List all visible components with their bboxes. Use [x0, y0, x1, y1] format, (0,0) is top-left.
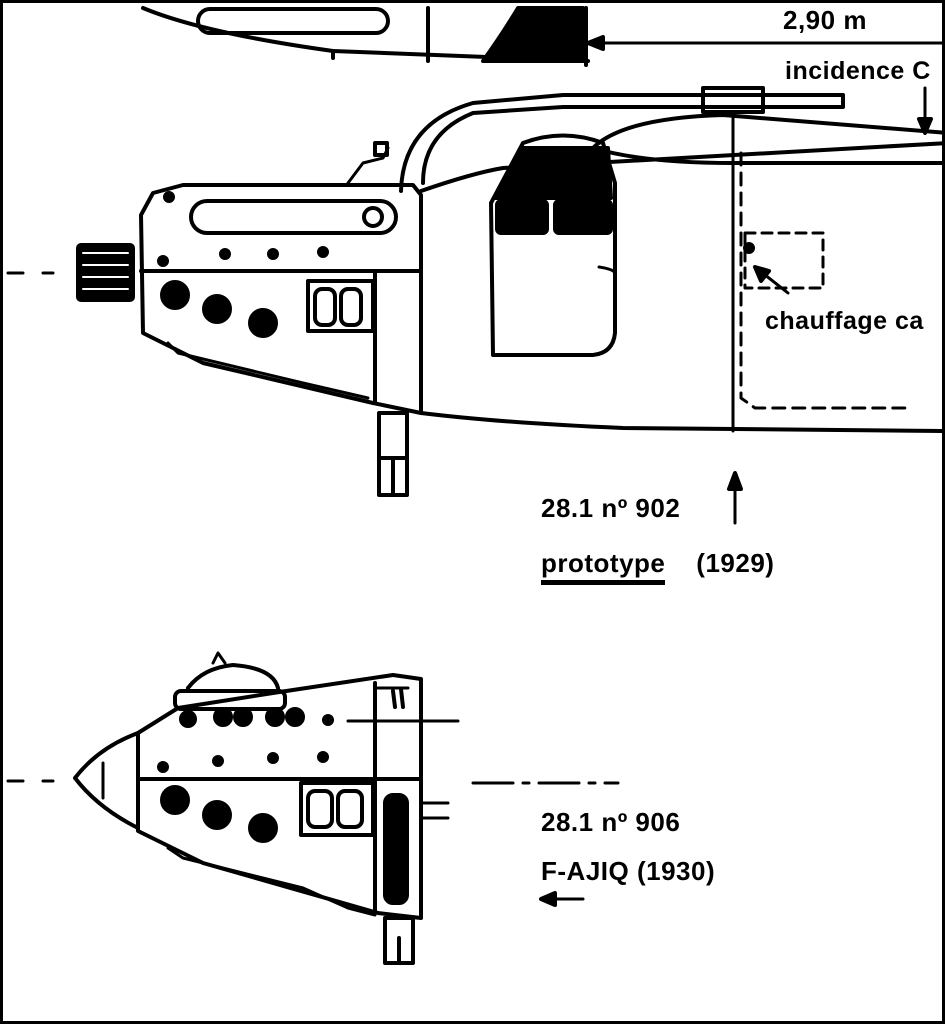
- dimension-label: 2,90 m: [783, 5, 867, 35]
- incidence-label: incidence C: [785, 57, 931, 85]
- heating-label: chauffage ca: [765, 307, 924, 335]
- dimension-line: [586, 35, 942, 135]
- upper-caption-variant: prototype: [541, 548, 666, 585]
- top-partial-view: [141, 6, 590, 67]
- propeller-hub: [76, 243, 135, 302]
- aircraft-nose-drawings: [6, 6, 942, 965]
- prototype-fuselage: [6, 86, 942, 525]
- lower-caption-registration: F-AJIQ (1930): [541, 856, 716, 886]
- f-ajiq-nose: [6, 651, 620, 965]
- lower-caption-model: 28.1 nº 906: [541, 807, 681, 837]
- upper-caption-variant-line: prototype (1929): [541, 548, 775, 585]
- upper-caption-year: (1929): [696, 548, 775, 578]
- upper-caption-model: 28.1 nº 902: [541, 493, 681, 523]
